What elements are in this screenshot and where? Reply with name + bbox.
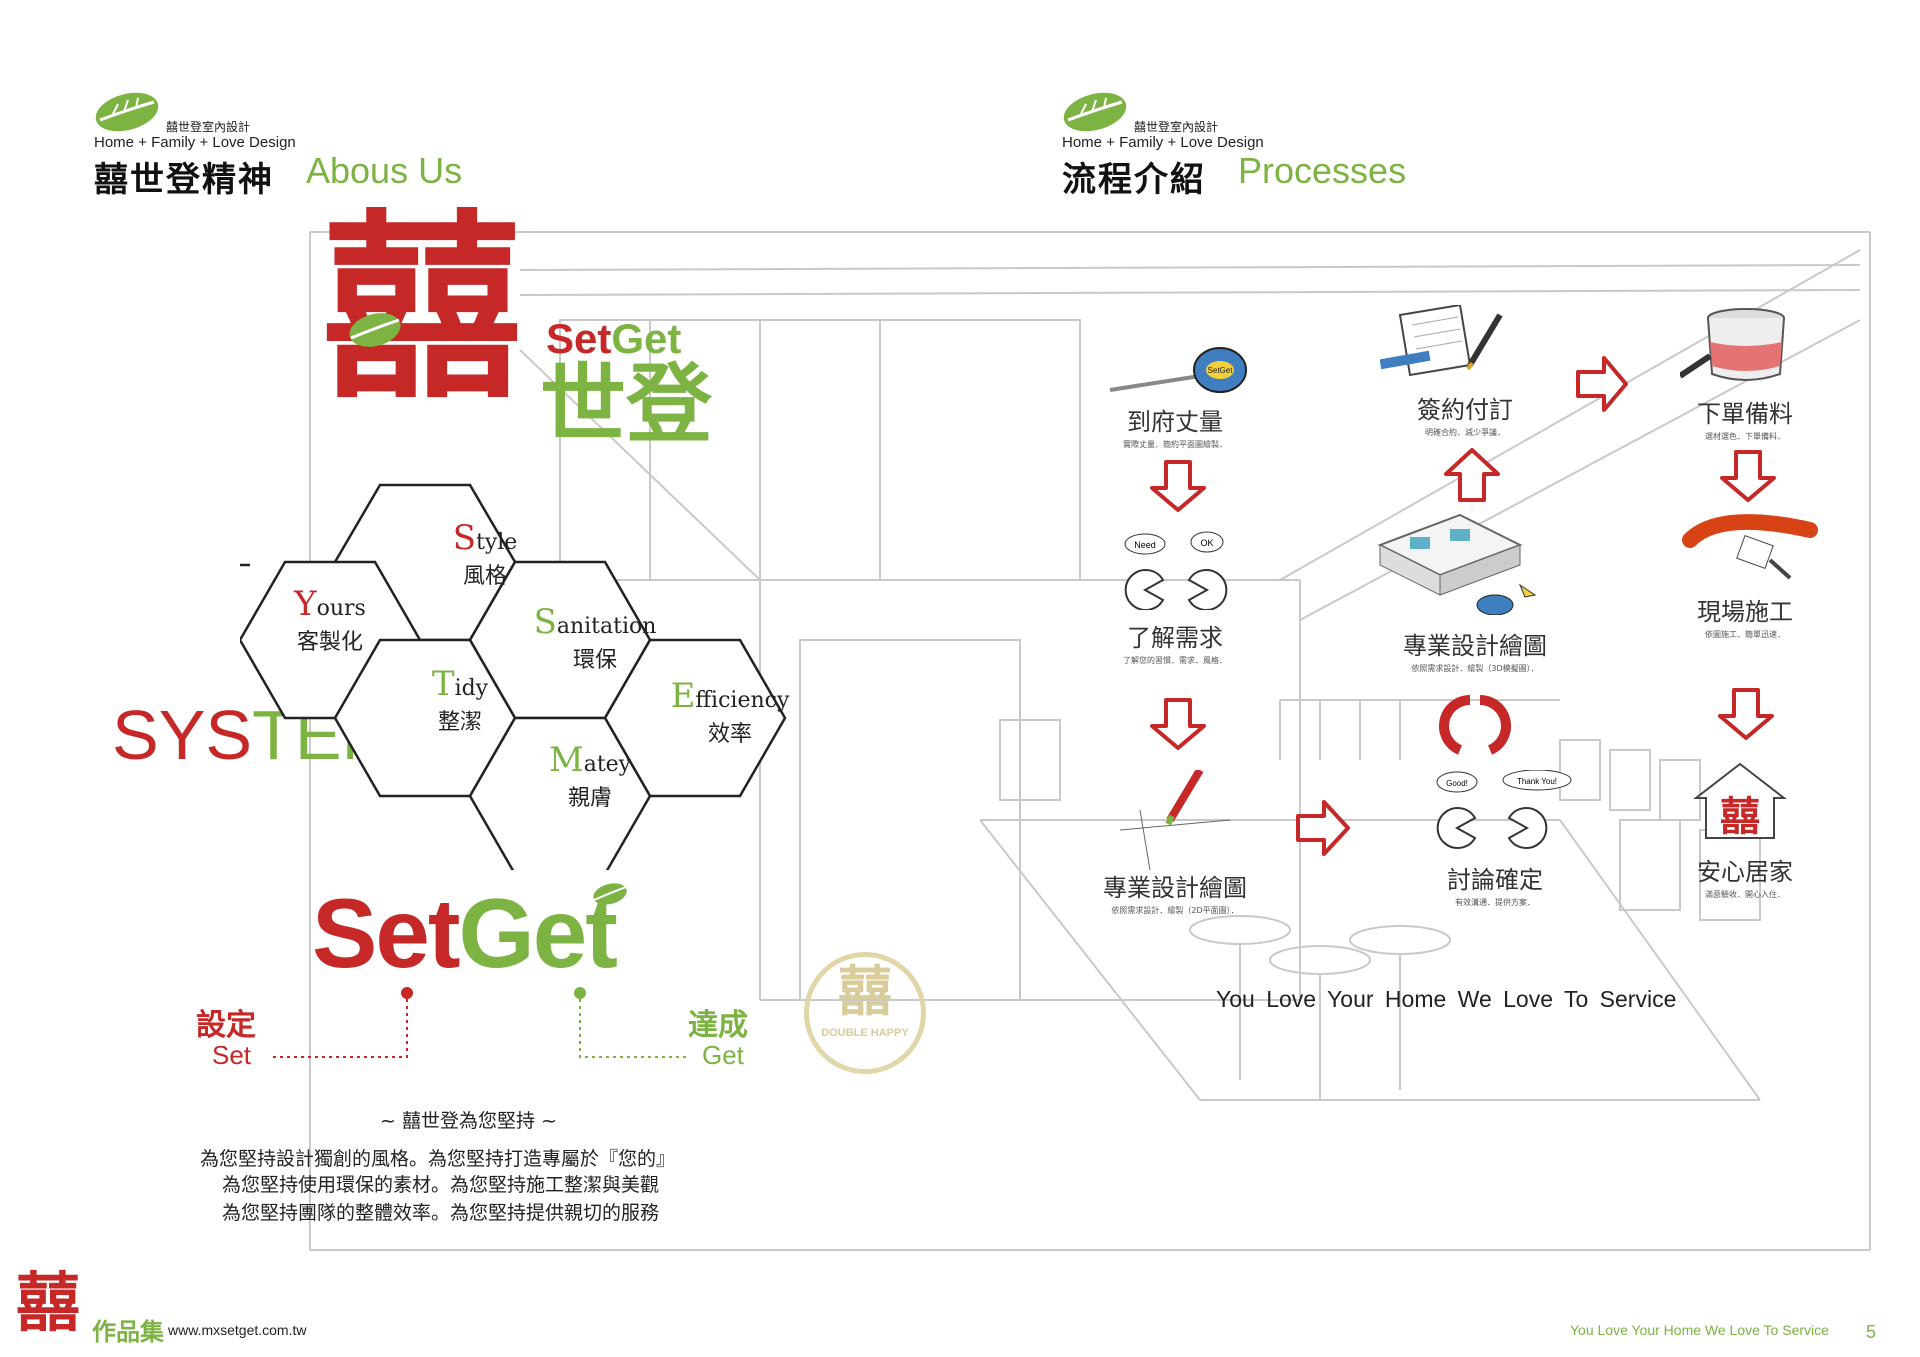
statement-line: 為您堅持使用環保的素材。為您堅持施工整潔與美觀 bbox=[222, 1174, 660, 1196]
footer-slogan: You Love Your Home We Love To Service bbox=[1570, 1322, 1829, 1338]
set-en-label: Set bbox=[212, 1040, 252, 1070]
arrow-down-icon bbox=[1718, 688, 1774, 740]
step-order: 下單備料 選材選色．下單備料． bbox=[1697, 400, 1793, 441]
statement-line: 為您堅持團隊的整體效率。為您堅持提供親切的服務 bbox=[222, 1202, 660, 1224]
logo-set: Set bbox=[546, 315, 612, 362]
set-cn-label: 設定 bbox=[196, 1008, 256, 1043]
pencil-drawing-icon bbox=[1120, 770, 1231, 870]
construction-tool-icon bbox=[1682, 514, 1818, 580]
good-thankyou-icon: Good! Thank You! bbox=[1436, 770, 1572, 849]
ok-bubble-text: OK bbox=[1200, 538, 1213, 548]
need-ok-icon: Need OK bbox=[1124, 531, 1228, 610]
step-construction: 現場施工 依圖施工．簡單迅速． bbox=[1697, 598, 1793, 639]
hex-style-text: Style 風格 bbox=[452, 518, 518, 589]
house-logo-text: 囍 bbox=[1720, 794, 1760, 840]
arrow-down-icon bbox=[1150, 698, 1206, 750]
step-3d-drawing: 專業設計繪圖 依照需求設計．繪製（3D模擬圖）． bbox=[1403, 632, 1547, 673]
step-2d-drawing: 專業設計繪圖 依照需求設計．繪製（2D平面圖）． bbox=[1103, 874, 1247, 915]
setget-logo-text: SetGet bbox=[546, 318, 681, 360]
tape-measure-icon: SetGet bbox=[1109, 347, 1247, 393]
get-en-label: Get bbox=[702, 1040, 744, 1070]
setget-wordmark: SetGet bbox=[312, 878, 618, 988]
tagline: Home + Family + Love Design bbox=[1062, 134, 1264, 151]
hexagon-grid bbox=[240, 483, 787, 870]
step-measure: 到府丈量 實際丈量．簡約平面圖繪製． bbox=[1123, 408, 1227, 449]
step-needs: 了解需求 了解您的習慣．需求．風格． bbox=[1123, 624, 1227, 665]
thankyou-bubble-text: Thank You! bbox=[1517, 777, 1557, 786]
brand-name: 囍世登室內設計 bbox=[166, 120, 251, 134]
page-number: 5 bbox=[1866, 1322, 1877, 1342]
page-title-en: Abous Us bbox=[306, 150, 463, 191]
logo-cn: 世登 bbox=[540, 355, 712, 455]
house-icon: 囍 bbox=[1693, 762, 1787, 840]
setget-connector-lines bbox=[270, 987, 690, 1058]
step-move-in: 安心居家 滿意驗收．開心入住． bbox=[1697, 858, 1793, 899]
double-happiness-logo: 囍 bbox=[322, 193, 522, 426]
leaf-icon bbox=[593, 883, 627, 905]
step-contract: 簽約付訂 明確合約．減少爭議． bbox=[1417, 396, 1513, 437]
hex-yours-text: Yours 客製化 bbox=[294, 584, 366, 655]
hex-sanitation-text: Sanitation 環保 bbox=[533, 602, 657, 673]
good-bubble-text: Good! bbox=[1446, 779, 1468, 788]
statement-line: 為您堅持設計獨創的風格。為您堅持打造專屬於『您的』 bbox=[200, 1148, 676, 1170]
cycle-arrows-icon bbox=[1439, 695, 1511, 755]
hex-matey-text: Matey 親膚 bbox=[548, 740, 632, 811]
arrow-down-icon bbox=[1150, 460, 1206, 512]
arrow-right-icon bbox=[1576, 356, 1628, 412]
page-title-en: Processes bbox=[1238, 150, 1407, 191]
arrow-down-icon bbox=[1720, 450, 1776, 502]
need-bubble-text: Need bbox=[1134, 540, 1156, 550]
footer-portfolio-label: 作品集 bbox=[92, 1318, 164, 1346]
leaf-icon bbox=[349, 313, 401, 347]
page-title-cn: 流程介紹 bbox=[1062, 160, 1206, 200]
arrow-up-icon bbox=[1444, 448, 1500, 502]
tagline: Home + Family + Love Design bbox=[94, 134, 296, 151]
footer-logo: 囍 bbox=[16, 1267, 80, 1341]
get-cn-label: 達成 bbox=[688, 1008, 748, 1043]
contract-pen-icon bbox=[1380, 305, 1503, 377]
3d-design-icon bbox=[1377, 513, 1537, 615]
hex-tidy-text: Tidy 整潔 bbox=[431, 664, 489, 735]
logo-get: Get bbox=[611, 315, 682, 362]
hex-efficiency-text: Efficiency 效率 bbox=[670, 676, 790, 747]
slogan: You Love Your Home We Love To Service bbox=[1216, 986, 1677, 1012]
leaf-logo-icon bbox=[1063, 92, 1127, 132]
brand-name: 囍世登室內設計 bbox=[1134, 120, 1219, 134]
tape-brand-label: SetGet bbox=[1208, 366, 1234, 375]
paint-bucket-icon bbox=[1680, 308, 1785, 381]
page-title-cn: 囍世登精神 bbox=[94, 160, 274, 200]
hexagon-matey bbox=[468, 716, 652, 870]
step-discussion: 討論確定 有效溝通．提供方案． bbox=[1447, 866, 1543, 907]
double-happy-seal: 囍 DOUBLE HAPPY bbox=[804, 952, 926, 1074]
leaf-logo-icon bbox=[95, 92, 159, 132]
arrow-right-icon bbox=[1296, 800, 1350, 856]
footer-url[interactable]: www.mxsetget.com.tw bbox=[168, 1322, 307, 1338]
statement-heading: ~ 囍世登為您堅持 ~ bbox=[380, 1110, 557, 1132]
